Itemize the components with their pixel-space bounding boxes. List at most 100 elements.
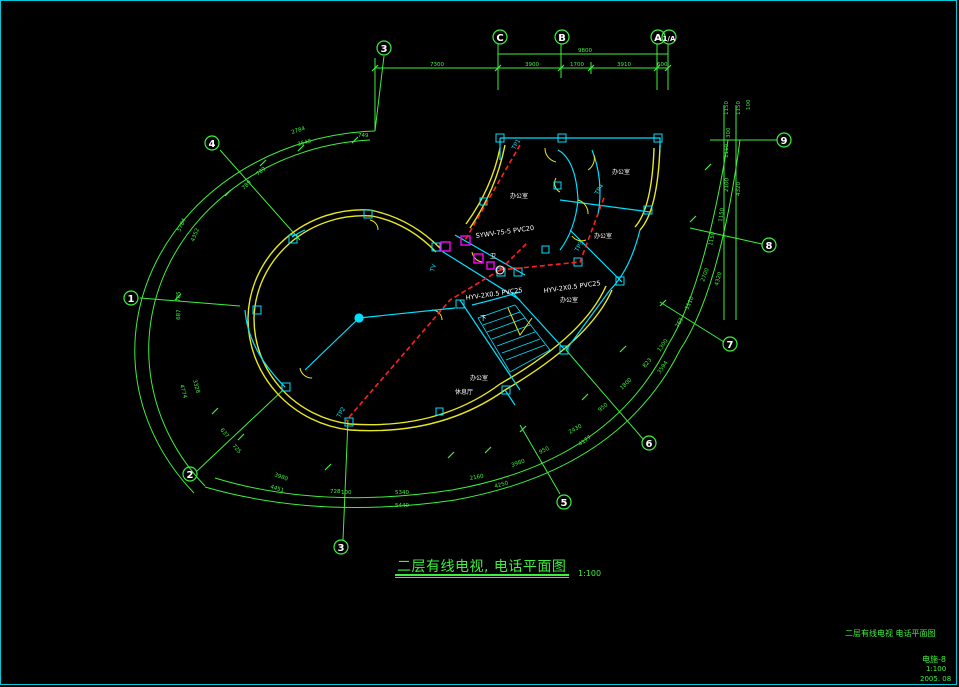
doors bbox=[299, 147, 595, 379]
dim-l11: 3328 bbox=[191, 379, 201, 395]
dim-l3: 749 bbox=[358, 133, 369, 139]
cable-routes bbox=[344, 144, 606, 423]
dim-l8: 785 bbox=[176, 291, 182, 302]
dim-l37: 2100 bbox=[724, 177, 731, 192]
dim-l33: 2700 bbox=[700, 267, 711, 283]
dimension-labels: 9800 7300 3900 1700 3910 600 2784 3548 7… bbox=[176, 48, 752, 509]
axis-bubble-1a bbox=[661, 29, 677, 45]
columns bbox=[252, 133, 663, 427]
title-block-date: 2005. 08 bbox=[920, 675, 952, 683]
dim-l28: 823 bbox=[642, 357, 654, 369]
axis-lines bbox=[139, 55, 777, 541]
title-block-scale: 1:100 bbox=[926, 665, 947, 673]
axis-bubble-a bbox=[650, 29, 666, 45]
drawing-scale: 1:100 bbox=[578, 569, 602, 578]
title-underline-thin bbox=[395, 577, 569, 578]
dim-l16: 728 bbox=[330, 489, 341, 495]
axis-label-2: 2 bbox=[187, 470, 194, 481]
dim-l10: 4774 bbox=[178, 384, 188, 400]
dim-r1: 1150 bbox=[724, 101, 730, 115]
dim-l24: 2430 bbox=[568, 423, 584, 435]
dim-600: 600 bbox=[657, 62, 668, 68]
dim-l2: 3548 bbox=[297, 138, 313, 148]
axis-label-c: C bbox=[496, 33, 503, 44]
axis-bubble-7 bbox=[722, 336, 738, 352]
dim-l12: 637 bbox=[218, 427, 230, 439]
dim-l7: 4352 bbox=[190, 228, 201, 243]
dim-7300: 7300 bbox=[430, 62, 444, 68]
device-tag-1: TP1 bbox=[510, 138, 522, 152]
axis-bubble-6 bbox=[641, 435, 657, 451]
title-underline bbox=[395, 574, 569, 576]
axis-bubble-3 bbox=[333, 539, 349, 555]
dim-1700: 1700 bbox=[570, 62, 584, 68]
room-label-2: 办公室 bbox=[510, 192, 528, 200]
dim-3900: 3900 bbox=[525, 62, 539, 68]
axis-bubble-1 bbox=[123, 290, 139, 306]
axis-label-5: 5 bbox=[561, 498, 568, 509]
dim-l36: 1150 bbox=[718, 207, 726, 222]
staircase bbox=[477, 304, 551, 373]
dim-l31: 763 bbox=[675, 316, 686, 329]
axis-label-3: 3 bbox=[338, 543, 345, 554]
dim-l1: 2784 bbox=[291, 126, 307, 136]
dim-l14: 3980 bbox=[273, 472, 289, 483]
axis-label-8: 8 bbox=[766, 241, 773, 252]
axis-bubble-8 bbox=[761, 237, 777, 253]
room-label-5: 卫 bbox=[490, 253, 496, 260]
dim-l27: 1800 bbox=[619, 377, 633, 391]
axis-label-4: 4 bbox=[209, 139, 216, 150]
stair-arrow bbox=[507, 307, 533, 337]
dim-l23: 950 bbox=[538, 446, 551, 456]
axis-bubble-c bbox=[492, 29, 508, 45]
room-label-1: 办公室 bbox=[612, 168, 630, 176]
dimension-arcs bbox=[134, 44, 741, 509]
dim-l15: 4451 bbox=[269, 484, 284, 494]
dim-r3: 100 bbox=[746, 99, 752, 110]
dim-total: 9800 bbox=[578, 48, 592, 54]
axis-bubble-b bbox=[554, 29, 570, 45]
distribution-node bbox=[495, 265, 505, 275]
axis-label-1: 1 bbox=[128, 294, 135, 305]
dim-l19: 5440 bbox=[395, 503, 409, 509]
hub bbox=[304, 307, 456, 371]
dim-l21: 4250 bbox=[494, 480, 510, 490]
axis-label-9: 9 bbox=[781, 136, 788, 147]
axis-label-a: A bbox=[654, 33, 662, 44]
dim-r2: 1150 bbox=[736, 101, 742, 115]
drawing-title: 二层有线电视, 电话平面图 bbox=[397, 559, 567, 575]
dim-l34: 4320 bbox=[714, 271, 724, 287]
yellow-walls bbox=[247, 144, 661, 432]
axis-label-top3: 3 bbox=[381, 44, 388, 55]
device-tag-2: TV bbox=[429, 262, 438, 273]
dim-l38: 4320 bbox=[736, 182, 742, 196]
dim-l32: 1110 bbox=[684, 295, 696, 311]
room-label-3: 办公室 bbox=[594, 232, 612, 240]
cable-label-1: SYWV-75-5 PVC20 bbox=[475, 224, 534, 240]
room-label-6: 办公室 bbox=[470, 374, 488, 382]
axis-bubble-top3 bbox=[376, 40, 392, 56]
room-labels: 办公室 办公室 办公室 办公室 卫 办公室 休息厅 bbox=[455, 168, 630, 396]
title-block-code: 电施-8 bbox=[922, 655, 946, 664]
room-label-7: 休息厅 bbox=[455, 388, 473, 396]
room-label-4: 办公室 bbox=[560, 296, 578, 304]
dim-3910: 3910 bbox=[617, 62, 631, 68]
axis-label-6: 6 bbox=[646, 439, 653, 450]
axis-bubble-5 bbox=[556, 494, 572, 510]
cable-annotations: SYWV-75-5 PVC20 HYV-2X0.5 PVC25 HYV-2X0.… bbox=[465, 224, 601, 322]
dim-l40: 300 bbox=[726, 127, 732, 138]
dim-l22: 3980 bbox=[511, 458, 527, 469]
dimension-ticks bbox=[174, 64, 712, 471]
dim-l20: 2160 bbox=[469, 474, 484, 482]
stair-down-label: 下 bbox=[480, 314, 487, 322]
axis-label-b: B bbox=[558, 33, 566, 44]
cable-label-3: HYV-2X0.5 PVC25 bbox=[543, 279, 601, 295]
title-block-name: 二层有线电视 电话平面图 bbox=[845, 629, 936, 638]
dim-l4: 789 bbox=[255, 166, 267, 178]
axis-label-1a: 1/A bbox=[663, 35, 676, 43]
device-tag-5: TP4 bbox=[593, 183, 605, 197]
dim-l26: 950 bbox=[597, 402, 609, 414]
dim-l35: 1150 bbox=[708, 231, 717, 246]
